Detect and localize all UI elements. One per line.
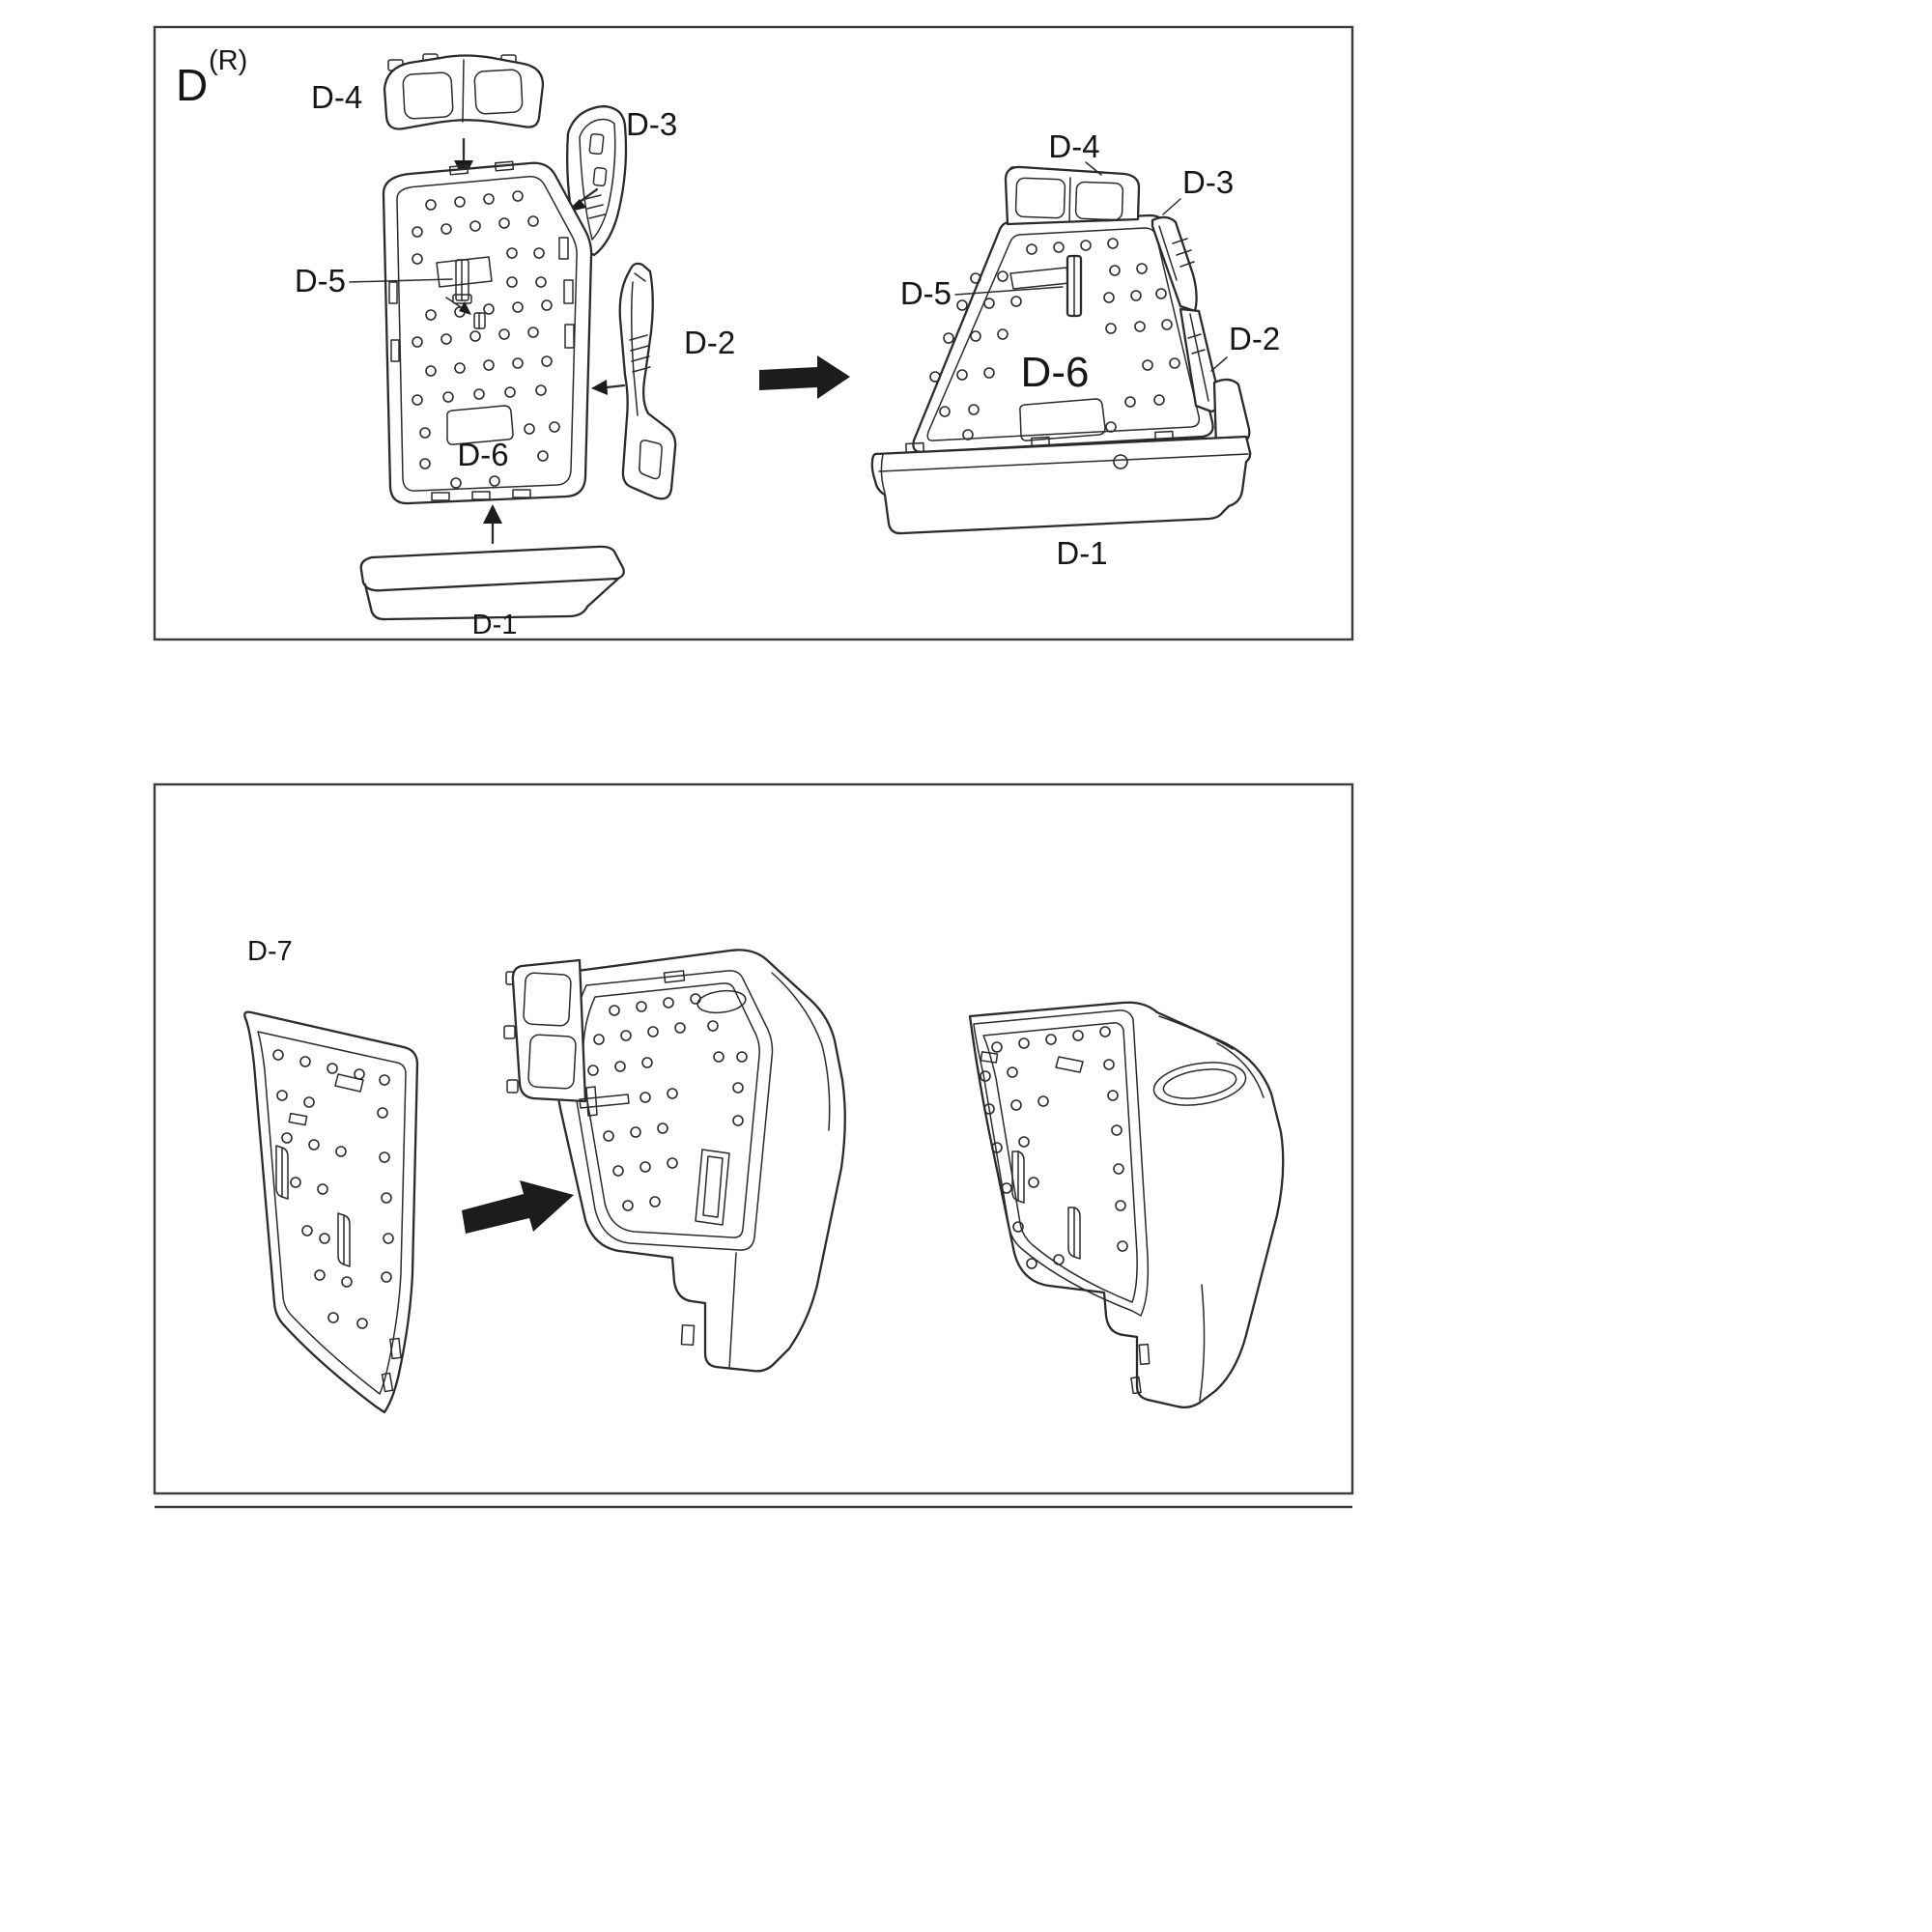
- exploded-view: D-4 D-3: [295, 53, 735, 640]
- label-d1-exploded: D-1: [472, 610, 518, 640]
- label-d3-assembled: D-3: [1182, 164, 1234, 200]
- part-d6-panel-exploded: [382, 160, 593, 505]
- label-d2-exploded: D-2: [684, 325, 735, 360]
- cup-recess: [1152, 1062, 1247, 1106]
- cup-hole: [696, 989, 747, 1014]
- middle-d4-bracket: [503, 958, 587, 1103]
- assembled-d1-base: [870, 430, 1252, 535]
- arrow-to-d5-clip-icon: [445, 297, 471, 315]
- assembled-d3-trim: [1151, 215, 1198, 313]
- leader-d2-assembled: [1210, 356, 1228, 372]
- bottom-section-border: [153, 782, 1354, 1495]
- panel-handle-cutout: [446, 405, 514, 445]
- arrow-to-d2-icon: [591, 380, 626, 395]
- label-d6-exploded: D-6: [457, 437, 508, 472]
- assembly-right: [968, 1001, 1285, 1409]
- section-label-superscript: (R): [209, 45, 247, 76]
- hole-pattern: [929, 238, 1180, 440]
- panel-hook-clips: [275, 1145, 351, 1267]
- leader-d5-assembled: [954, 286, 1064, 296]
- part-d5-exploded: [452, 259, 486, 329]
- hole-pattern: [412, 190, 560, 489]
- leader-d3-assembled: [1162, 198, 1181, 215]
- panel-hook-clips: [1011, 1151, 1081, 1260]
- label-d4-assembled: D-4: [1048, 128, 1099, 164]
- label-d5-exploded: D-5: [295, 263, 346, 298]
- leader-d5-exploded: [349, 278, 453, 283]
- section-label: D: [176, 60, 208, 110]
- arrow-up-icon: [483, 504, 502, 545]
- arrow-right-icon: [759, 355, 850, 399]
- part-d1-exploded: [359, 545, 625, 621]
- middle-cross-peg: [579, 1086, 630, 1117]
- hole-pattern: [980, 1026, 1128, 1269]
- label-d1-assembled: D-1: [1056, 535, 1107, 571]
- assembled-d5-peg: [1065, 254, 1083, 318]
- label-d6-assembled: D-6: [1021, 349, 1090, 396]
- middle-slot-cutout: [695, 1149, 730, 1226]
- hole-pattern: [587, 993, 748, 1211]
- bottom-section: D-7: [153, 782, 1354, 1509]
- top-section: D (R) D-4: [153, 25, 1354, 641]
- label-d7: D-7: [247, 936, 293, 967]
- part-d2-exploded: [618, 262, 677, 500]
- assembled-handle-cutout: [1019, 398, 1106, 441]
- hole-pattern: [272, 1049, 394, 1329]
- assembled-d4-bracket: [1004, 165, 1141, 226]
- label-d3-exploded: D-3: [626, 106, 677, 142]
- assembled-view: D-4 D-3 D-5 D-6 D-2 D-1: [870, 128, 1280, 571]
- part-d4-exploded: [383, 53, 545, 130]
- arrow-right-icon: [462, 1180, 574, 1234]
- top-section-border: [153, 25, 1354, 641]
- assembly-middle: [503, 949, 846, 1373]
- leader-d4-assembled: [1085, 161, 1102, 176]
- label-d4-exploded: D-4: [311, 79, 362, 115]
- label-d5-assembled: D-5: [900, 275, 952, 311]
- part-d7-panel: [243, 1010, 419, 1414]
- label-d2-assembled: D-2: [1229, 321, 1280, 356]
